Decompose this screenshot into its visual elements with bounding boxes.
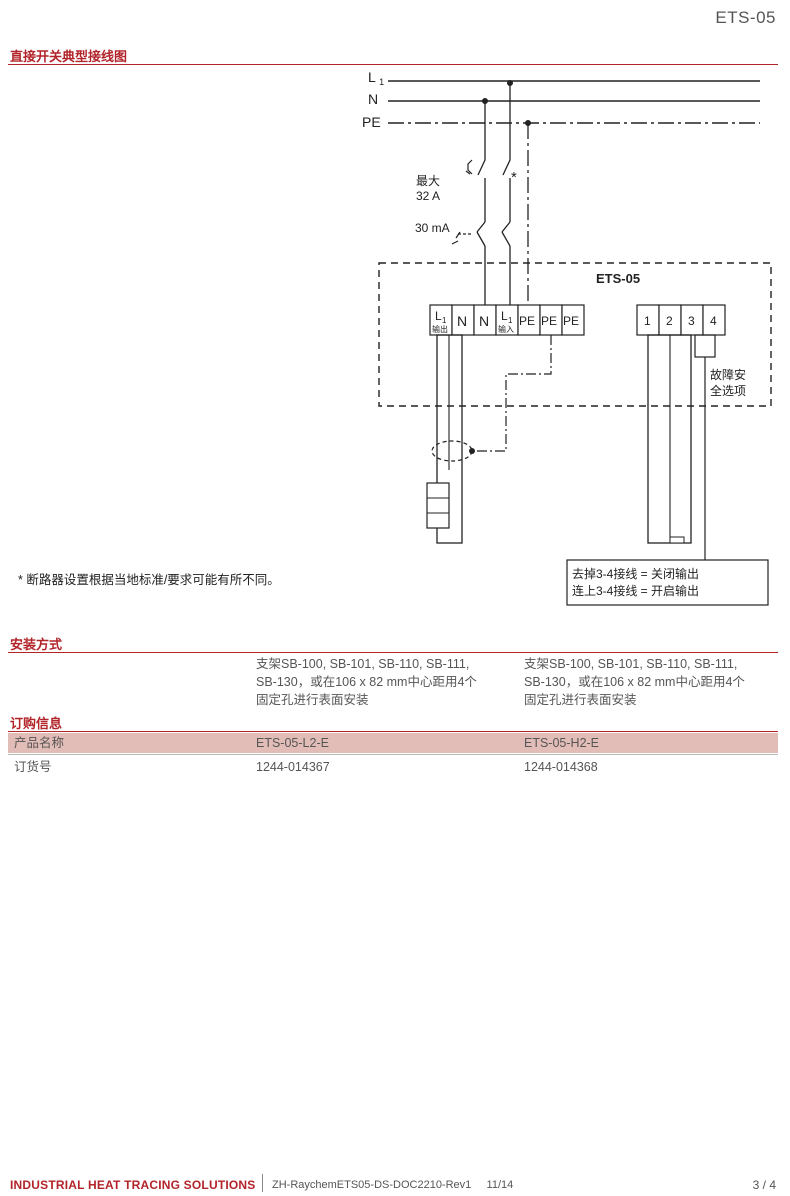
fault-label-line2: 全选项	[710, 383, 746, 398]
order-header-band	[8, 733, 778, 753]
terminal-label: 4	[710, 314, 717, 328]
bus-label-l1: L 1	[368, 69, 384, 87]
install-col2-line: 固定孔进行表面安装	[524, 693, 637, 707]
install-col1-line: 固定孔进行表面安装	[256, 693, 369, 707]
terminal-tag: 输入	[498, 324, 514, 334]
terminal-label: L	[501, 309, 508, 323]
order-section-title: 订购信息	[10, 716, 63, 731]
wiring-section-rule	[8, 64, 778, 65]
page-footer: INDUSTRIAL HEAT TRACING SOLUTIONS ZH-Ray…	[0, 1174, 790, 1196]
rcd-contact	[501, 221, 511, 233]
heating-cable-end	[426, 482, 450, 529]
install-section-rule	[8, 652, 778, 653]
rcd-symbol	[451, 231, 461, 245]
terminal-label: 2	[666, 314, 673, 328]
terminal-label: PE	[563, 314, 579, 328]
breaker-asterisk: *	[511, 169, 517, 186]
cable-braid	[431, 440, 473, 462]
fault-label-line1: 故障安	[710, 367, 746, 382]
terminal-label: 1	[644, 314, 651, 328]
install-col2: 支架SB-100, SB-101, SB-110, SB-111, SB-130…	[524, 655, 745, 709]
terminal-label: L	[435, 309, 442, 323]
device-title: ETS-05	[596, 271, 640, 286]
legend-box	[566, 559, 769, 606]
breaker-symbol	[465, 159, 473, 175]
install-section-title: 安装方式	[10, 637, 63, 652]
breaker-note: * 断路器设置根据当地标准/要求可能有所不同。	[18, 573, 280, 587]
order-header-label: 产品名称	[14, 736, 65, 750]
terminal-tag: 输出	[432, 324, 448, 334]
order-row-col2: 1244-014368	[524, 760, 598, 774]
breaker-label-line2: 32 A	[416, 189, 440, 203]
terminal-label: 3	[688, 314, 695, 328]
terminal-subscript: 1	[442, 316, 447, 325]
document-code: ETS-05	[715, 8, 776, 27]
terminal-label: N	[479, 313, 489, 329]
wire-pe-braid	[472, 335, 552, 452]
bus-label-pe: PE	[362, 114, 381, 130]
footer-doc-reference: ZH-RaychemETS05-DS-DOC2210-Rev1 11/14	[272, 1179, 514, 1191]
terminal-pe	[561, 304, 585, 336]
install-col1-line: 支架SB-100, SB-101, SB-110, SB-111,	[256, 657, 470, 671]
terminal-block-alarm: 1 2 3 4	[636, 304, 726, 336]
rcd-label: 30 mA	[415, 221, 450, 235]
bus-label-n: N	[368, 91, 378, 107]
terminal-label: PE	[519, 314, 535, 328]
footer-brand: INDUSTRIAL HEAT TRACING SOLUTIONS	[10, 1178, 256, 1192]
rcd-contact	[476, 221, 486, 233]
order-header-col1: ETS-05-L2-E	[256, 736, 329, 750]
breaker-l1-contact	[502, 83, 511, 176]
install-col2-line: SB-130，或在106 x 82 mm中心距用4个	[524, 675, 745, 689]
legend-line2: 连上3-4接线 = 开启输出	[572, 583, 699, 598]
terminal-block-power: L 1 输出 N N L 1 输入 PE PE PE	[429, 304, 585, 336]
wiring-section-title: 直接开关典型接线图	[10, 49, 128, 64]
install-col1-line: SB-130，或在106 x 82 mm中心距用4个	[256, 675, 477, 689]
order-header-col2: ETS-05-H2-E	[524, 736, 600, 750]
terminal-label: PE	[541, 314, 557, 328]
junction-dot	[469, 448, 475, 454]
fault-jumper	[694, 334, 716, 358]
device-enclosure	[378, 262, 772, 407]
footer-page-number: 3 / 4	[752, 1178, 776, 1192]
order-row-divider	[8, 754, 778, 755]
breaker-label-line1: 最大	[416, 174, 440, 188]
bus-label-l1-subscript: 1	[379, 77, 384, 87]
wiring-diagram: L 1 N PE 最大 32 A * 30 mA ETS-05 L 1 输出 N…	[362, 69, 772, 606]
order-row-label: 订货号	[14, 760, 52, 774]
cable-end-cap	[669, 536, 685, 544]
install-col2-line: 支架SB-100, SB-101, SB-110, SB-111,	[524, 657, 738, 671]
install-col1: 支架SB-100, SB-101, SB-110, SB-111, SB-130…	[256, 655, 477, 709]
order-section-rule	[8, 731, 778, 732]
legend-line1: 去掉3-4接线 = 关闭输出	[572, 566, 699, 581]
footer-separator	[262, 1174, 263, 1192]
breaker-n-contact	[477, 101, 486, 176]
terminal-subscript: 1	[508, 316, 513, 325]
wire	[476, 231, 486, 247]
terminal-label: N	[457, 313, 467, 329]
order-row-col1: 1244-014367	[256, 760, 330, 774]
wire	[501, 231, 511, 247]
